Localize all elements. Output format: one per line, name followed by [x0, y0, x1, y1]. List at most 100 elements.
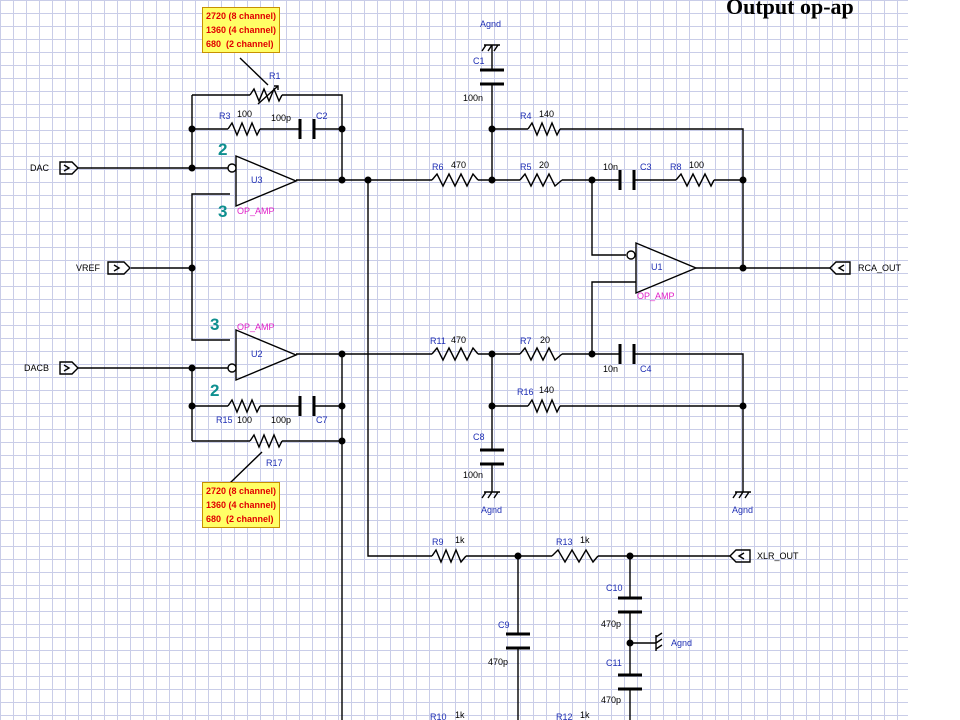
r11-ref: R11 — [430, 336, 446, 346]
resistors — [227, 85, 715, 564]
c7-value: 100p — [271, 415, 291, 425]
resistor-r13 — [551, 548, 599, 564]
port-dacb-label: DACB — [24, 363, 49, 373]
c4-value: 10n — [603, 364, 618, 374]
ground-symbols — [481, 44, 751, 651]
resistor-r1 — [249, 87, 283, 103]
r12-value: 1k — [580, 710, 590, 720]
resistor-r15 — [227, 398, 261, 414]
opamp-u2-pin-noninv: 3 — [210, 315, 219, 334]
page-title: Output op-ap — [726, 0, 854, 19]
c8-ref: C8 — [473, 432, 485, 442]
r3-value: 100 — [237, 109, 252, 119]
note-line: 1360 (4 channel) — [206, 25, 277, 35]
opamp-u1-model: OP_AMP — [637, 291, 675, 301]
capacitors — [298, 68, 642, 691]
resistor-r17 — [249, 433, 283, 449]
note-line: 2720 (8 channel) — [206, 11, 277, 21]
resistor-r7 — [519, 346, 563, 362]
r1-ref: R1 — [269, 71, 281, 81]
port-rca-out-label: RCA_OUT — [858, 263, 902, 273]
resistor-r11 — [431, 346, 479, 362]
port-xlr-out-icon — [729, 549, 751, 563]
opamp-u2-ref: U2 — [251, 349, 263, 359]
note-line: 2720 (8 channel) — [206, 486, 277, 496]
c1-ref: C1 — [473, 56, 485, 66]
r5-value: 20 — [539, 160, 549, 170]
r9-value: 1k — [455, 535, 465, 545]
r9-ref: R9 — [432, 537, 444, 547]
opamp-u2-model: OP_AMP — [237, 322, 275, 332]
capacitor-c1 — [480, 68, 504, 86]
r16-ref: R16 — [517, 387, 534, 397]
r12-ref: R12 — [556, 712, 573, 720]
opamp-u3 — [235, 154, 298, 208]
capacitor-c2 — [298, 119, 316, 139]
r4-value: 140 — [539, 109, 554, 119]
port-dac-icon — [59, 161, 79, 175]
c10-value: 470p — [601, 619, 621, 629]
grid-background — [0, 0, 908, 720]
wires — [78, 45, 830, 720]
port-dac-label: DAC — [30, 163, 50, 173]
r13-value: 1k — [580, 535, 590, 545]
capacitor-c8 — [480, 448, 504, 466]
opamp-u3-pin-noninv: 3 — [218, 202, 227, 221]
capacitor-c7 — [298, 396, 316, 416]
opamps — [227, 154, 698, 382]
schematic-drawing: DAC VREF DACB RCA_OUT XLR_OUT Agnd Agnd … — [24, 19, 902, 720]
opamp-u3-model: OP_AMP — [237, 206, 275, 216]
note-line: 680 (2 channel) — [206, 39, 274, 49]
opamp-u1 — [635, 241, 698, 295]
c3-value: 10n — [603, 162, 618, 172]
capacitor-c3 — [618, 170, 636, 190]
opamp-u1-ref: U1 — [651, 262, 663, 272]
r4-ref: R4 — [520, 111, 532, 121]
port-dacb-icon — [59, 361, 79, 375]
resistor-r4 — [527, 121, 561, 137]
ground-icon — [481, 44, 500, 52]
ground-icon — [732, 491, 751, 499]
c9-ref: C9 — [498, 620, 510, 630]
note-line: 680 (2 channel) — [206, 514, 274, 524]
note-line: 1360 (4 channel) — [206, 500, 277, 510]
r10-value: 1k — [455, 710, 465, 720]
c3-ref: C3 — [640, 162, 652, 172]
ground-label-right: Agnd — [732, 505, 753, 515]
r8-ref: R8 — [670, 162, 682, 172]
resistor-r8 — [675, 172, 715, 188]
c1-value: 100n — [463, 93, 483, 103]
r6-ref: R6 — [432, 162, 444, 172]
r5-ref: R5 — [520, 162, 532, 172]
port-xlr-out-label: XLR_OUT — [757, 551, 799, 561]
port-vref-label: VREF — [76, 263, 101, 273]
resistor-r6 — [431, 172, 479, 188]
opamp-u2-pin-inv: 2 — [210, 381, 219, 400]
resistor-r3 — [227, 121, 261, 137]
port-vref-icon — [107, 261, 131, 275]
ground-label-c10c11: Agnd — [671, 638, 692, 648]
c4-ref: C4 — [640, 364, 652, 374]
r16-value: 140 — [539, 385, 554, 395]
ground-label-c8: Agnd — [481, 505, 502, 515]
port-symbols — [59, 161, 851, 563]
c9-value: 470p — [488, 657, 508, 667]
junction-dots — [188, 125, 747, 647]
r11-value: 470 — [451, 335, 466, 345]
c7-ref: C7 — [316, 415, 328, 425]
ground-icon — [655, 632, 663, 651]
resistor-r16 — [527, 398, 561, 414]
capacitor-c4 — [618, 344, 636, 364]
r17-ref: R17 — [266, 458, 283, 468]
annotation-note-bottom: 2720 (8 channel) 1360 (4 channel) 680 (2… — [202, 482, 281, 528]
opamp-u3-pin-inv: 2 — [218, 140, 227, 159]
c2-ref: C2 — [316, 111, 328, 121]
annotation-note-top: 2720 (8 channel) 1360 (4 channel) 680 (2… — [202, 7, 281, 53]
r15-ref: R15 — [216, 415, 233, 425]
c11-value: 470p — [601, 695, 621, 705]
opamp-u3-ref: U3 — [251, 175, 263, 185]
ground-label-top: Agnd — [480, 19, 501, 29]
r7-ref: R7 — [520, 336, 532, 346]
c11-ref: C11 — [606, 658, 622, 668]
